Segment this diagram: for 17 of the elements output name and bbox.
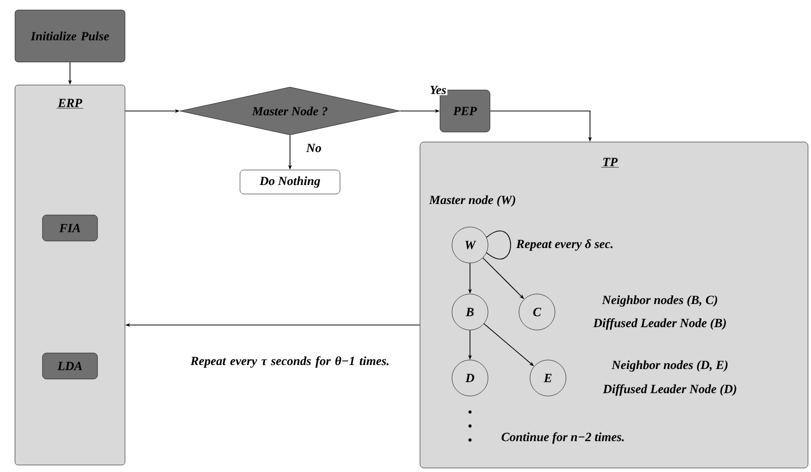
- node-caption: Diffused Leader Node (D): [602, 384, 736, 396]
- process-box: LDA: [42, 352, 98, 380]
- node-caption: Neighbor nodes (D, E): [612, 360, 728, 372]
- panel-text: Continue for n−2 times.: [502, 432, 624, 444]
- edge-label: Repeat every τ seconds for θ−1 times.: [189, 355, 391, 369]
- self-loop: [486, 230, 512, 260]
- process-box: Do Nothing: [240, 170, 340, 194]
- node-caption: Neighbor nodes (B, C): [602, 295, 718, 307]
- process-box: FIA: [42, 214, 98, 242]
- edge-label: No: [305, 142, 322, 154]
- process-box: Initialize Pulse: [14, 10, 126, 62]
- panel-heading: TP: [600, 158, 620, 168]
- node-caption: Repeat every δ sec.: [516, 239, 613, 251]
- edge-label: Yes: [428, 84, 448, 96]
- panel-heading: ERP: [56, 98, 84, 108]
- panel-text: Master node (W): [429, 195, 516, 207]
- node-caption: Diffused Leader Node (B): [593, 318, 726, 330]
